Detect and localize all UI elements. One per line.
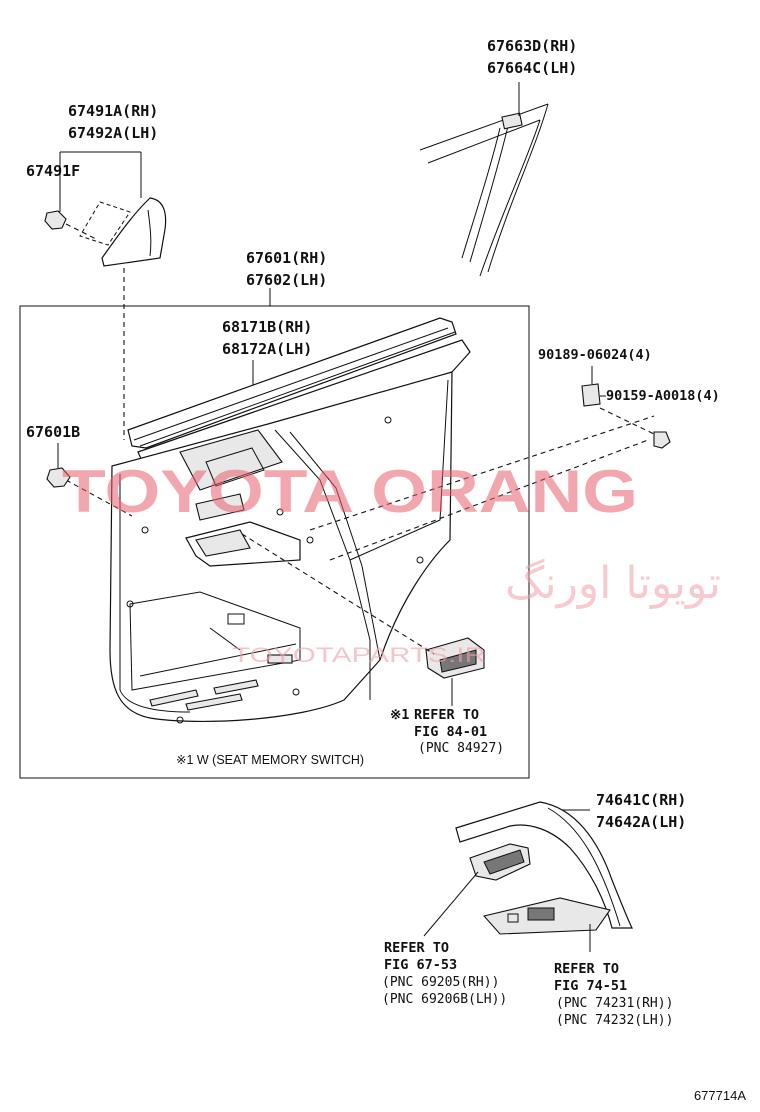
watermark-latin: TOYOTA ORANG [62,458,638,525]
seat-memory-note: ※1 W (SEAT MEMORY SWITCH) [176,753,364,767]
part-number-67601: 67601(RH) [246,249,327,267]
watermark-persian: تویوتا اورنگ [505,558,721,609]
part-number-68172a: 68172A(LH) [222,340,312,358]
ref3-line2: FIG 74-51 [554,978,627,994]
clip-drawing [46,467,71,488]
part-number-67491a: 67491A(RH) [68,102,158,120]
ref1-line1: REFER TO [414,707,479,723]
armrest-base-drawing [423,801,633,952]
part-number-67663d: 67663D(RH) [487,37,577,55]
part-number-67664c: 67664C(LH) [487,59,577,77]
mirror-cover-drawing [44,151,167,440]
figure-code: 677714A [694,1088,746,1103]
watermark-site: TOYOTAPARTS.IR [232,644,486,667]
ref3-line3: (PNC 74231(RH)) [556,996,673,1011]
belt-moulding-drawing [419,82,549,277]
ref2-line4: (PNC 69206B(LH)) [382,992,507,1007]
ref1-line2: FIG 84-01 [414,724,487,740]
part-number-67491f: 67491F [26,162,80,180]
part-number-68171b: 68171B(RH) [222,318,312,336]
part-number-67602: 67602(LH) [246,271,327,289]
ref1-line3: (PNC 84927) [418,741,504,756]
ref2-line2: FIG 67-53 [384,957,457,973]
ref3-line1: REFER TO [554,961,619,977]
part-number-67492a: 67492A(LH) [68,124,158,142]
door-trim-panel-drawing [65,317,655,724]
part-number-74641c: 74641C(RH) [596,791,686,809]
door-trim-frame [19,305,530,779]
screw-drawing [653,431,671,449]
ref3-line4: (PNC 74232(LH)) [556,1013,673,1028]
ref2-line3: (PNC 69205(RH)) [382,975,499,990]
part-number-74642a: 74642A(LH) [596,813,686,831]
part-number-90159: 90159-A0018(4) [606,388,720,404]
part-number-90189: 90189-06024(4) [538,347,652,363]
ref1-mark: ※1 [390,707,409,723]
ref2-line1: REFER TO [384,940,449,956]
part-number-67601b: 67601B [26,423,80,441]
clip-nut-drawing [581,383,601,407]
